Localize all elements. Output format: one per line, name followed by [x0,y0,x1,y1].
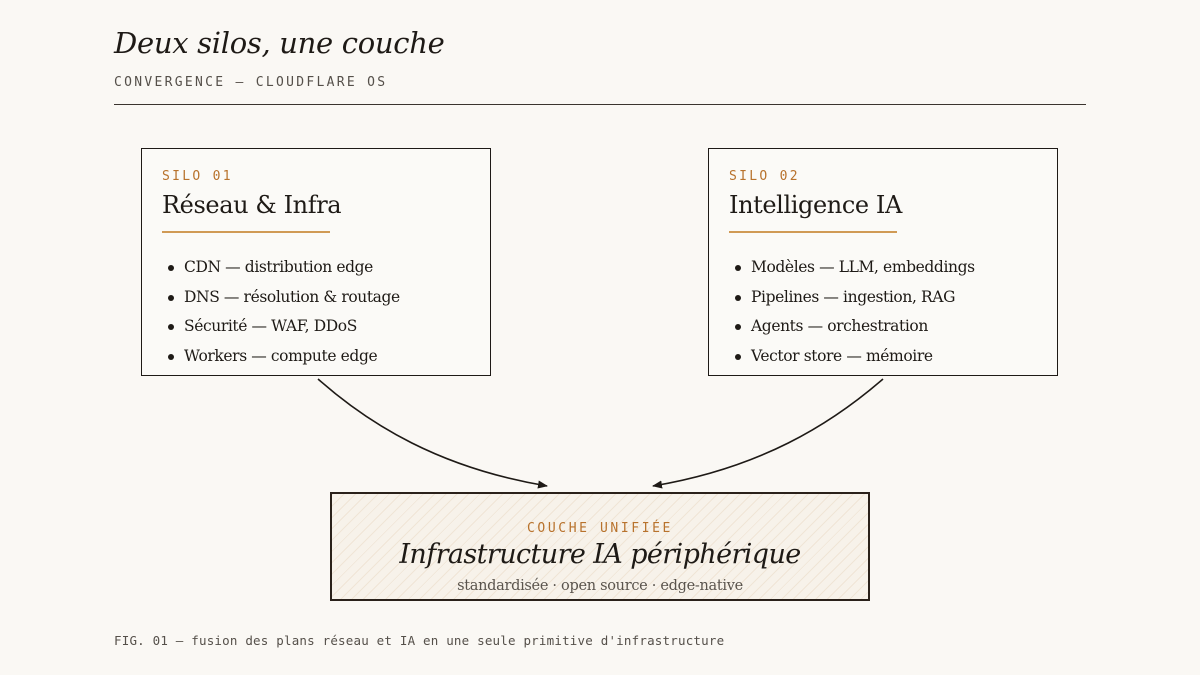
list-item: DNS — résolution & routage [162,283,400,313]
unified-layer-box: COUCHE UNIFIÉE Infrastructure IA périphé… [330,492,870,601]
silo-tag: SILO 01 [162,169,233,184]
silo-title: Intelligence IA [729,191,902,219]
list-item-text: Vector store — mémoire [751,347,933,366]
silo-title-underline [162,231,330,233]
list-item-text: Agents — orchestration [751,317,928,336]
page-title: Deux silos, une couche [114,26,445,60]
unified-title: Infrastructure IA périphérique [399,539,801,570]
silo-reseau-infra: SILO 01 Réseau & Infra CDN — distributio… [141,148,491,376]
list-item: Vector store — mémoire [729,342,975,372]
list-item-text: CDN — distribution edge [184,258,373,276]
silo-item-list: Modèles — LLM, embeddings Pipelines — in… [729,253,975,372]
list-item: Agents — orchestration [729,312,975,342]
list-item-text: Modèles — LLM, embeddings [751,258,975,276]
bullet-icon [735,324,741,331]
list-item-text: DNS — résolution & routage [184,287,400,306]
figure-caption: FIG. 01 — fusion des plans réseau et IA … [114,633,725,648]
silo-item-list: CDN — distribution edge DNS — résolution… [162,253,400,372]
unified-tag: COUCHE UNIFIÉE [527,521,673,536]
bullet-icon [735,294,741,301]
list-item-text: Workers — compute edge [184,347,378,366]
arrow-right-to-unified [652,378,884,489]
list-item: Pipelines — ingestion, RAG [729,283,975,313]
list-item: Sécurité — WAF, DDoS [162,312,400,342]
unified-subtitle: standardisée · open source · edge-native [457,578,743,594]
silo-intelligence-ia: SILO 02 Intelligence IA Modèles — LLM, e… [708,148,1058,376]
bullet-icon [735,265,741,271]
list-item: CDN — distribution edge [162,253,400,283]
header-rule [114,104,1086,105]
silo-tag: SILO 02 [729,169,800,184]
arrow-left-to-unified [317,378,548,489]
bullet-icon [168,354,174,361]
bullet-icon [168,324,174,331]
bullet-icon [735,354,741,361]
page-subtitle: CONVERGENCE — CLOUDFLARE OS [114,75,388,90]
silo-title-underline [729,231,897,233]
bullet-icon [168,294,174,301]
list-item-text: Sécurité — WAF, DDoS [184,317,357,336]
list-item-text: Pipelines — ingestion, RAG [751,287,956,306]
silo-title: Réseau & Infra [162,191,342,219]
list-item: Modèles — LLM, embeddings [729,253,975,283]
list-item: Workers — compute edge [162,342,400,372]
bullet-icon [168,265,174,271]
